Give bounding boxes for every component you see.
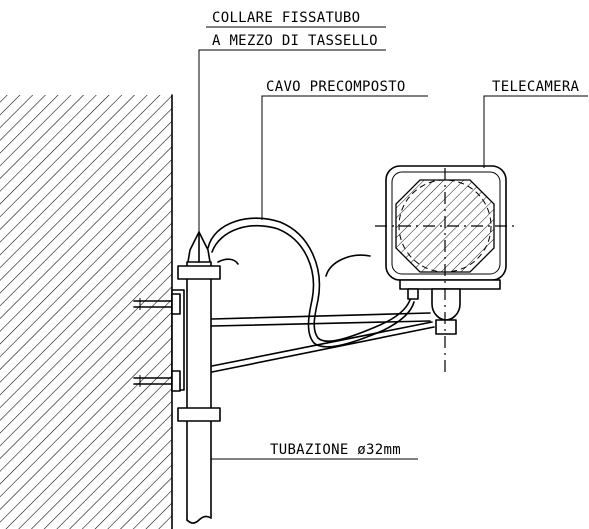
cable-inner-line — [211, 225, 415, 348]
lower-anchor-bolt — [133, 370, 181, 392]
wall-hatching — [0, 95, 172, 529]
camera-leader — [483, 95, 588, 168]
cable-coil-arc — [325, 254, 371, 277]
cable-leader — [261, 95, 428, 220]
collar-top — [177, 265, 221, 280]
housing-base — [399, 279, 501, 290]
pipe-collars — [177, 265, 221, 422]
wall — [0, 94, 173, 529]
camera-support-arm — [211, 312, 435, 373]
leader-lines — [198, 26, 588, 460]
collar-bottom — [177, 407, 221, 422]
mount-knuckle — [435, 319, 457, 335]
pipe — [186, 231, 212, 524]
camera-assembly — [325, 165, 516, 372]
arm-brace-upper — [211, 321, 433, 367]
cable-label: CAVO PRECOMPOSTO — [266, 79, 406, 95]
camera-label: TELECAMERA — [492, 79, 580, 95]
collar-leader — [198, 49, 386, 238]
collar-label-line1: COLLARE FISSATUBO — [212, 10, 360, 26]
cable-outer-line — [207, 217, 411, 342]
collar-label-line2: A MEZZO DI TASSELLO — [212, 33, 378, 49]
arm-top-line — [211, 312, 431, 320]
camera-front-frame — [391, 171, 501, 275]
cable-loop-tail — [217, 258, 239, 265]
camera-mount-bracket — [431, 288, 461, 321]
precomposed-cable — [207, 217, 415, 348]
pipe-label: TUBAZIONE ø32mm — [270, 442, 401, 458]
pipe-break-line — [186, 515, 212, 524]
wall-plate — [133, 289, 185, 392]
arm-brace-lower — [211, 326, 435, 373]
upper-anchor-bolt — [133, 293, 181, 315]
arm-bottom-line — [211, 320, 431, 327]
cable-gland — [407, 288, 419, 300]
